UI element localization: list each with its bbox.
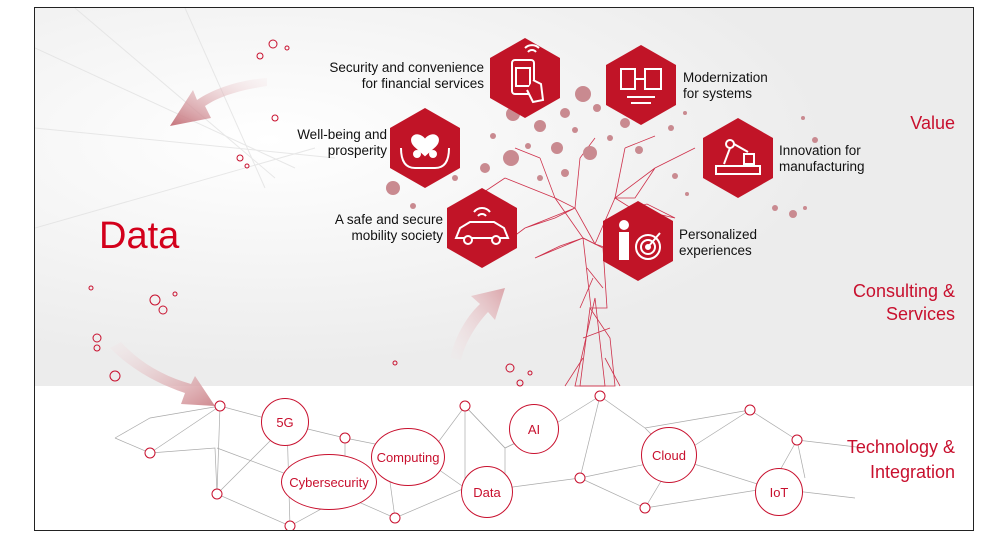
heart-hands-icon — [400, 134, 450, 169]
tech-node-5g: 5G — [261, 398, 309, 446]
label-modernization: Modernization for systems — [683, 70, 823, 102]
hex-modernization — [606, 45, 676, 125]
label-wellbeing: Well-being and prosperity — [227, 127, 387, 159]
tech-network-points — [144, 390, 803, 530]
data-heading: Data — [99, 215, 180, 257]
tier-value: Value — [910, 113, 955, 133]
label-personalized-line1: Personalized — [679, 227, 758, 242]
arrow-center — [450, 288, 505, 360]
hex-mobility — [447, 188, 517, 268]
label-mobility-line2: mobility society — [351, 228, 443, 243]
tier-technology-line2: Integration — [869, 462, 955, 482]
tier-consulting-line2: Services — [885, 304, 955, 324]
arrow-bottom-left — [110, 342, 215, 406]
tier-consulting-line1: Consulting & — [852, 281, 955, 301]
connected-car-icon — [454, 207, 510, 245]
label-wellbeing-line2: prosperity — [327, 143, 387, 158]
target-person-icon — [619, 220, 661, 260]
label-manufacturing: Innovation for manufacturing — [779, 143, 909, 175]
diagram-artwork — [35, 8, 973, 530]
hex-wellbeing — [390, 108, 460, 188]
label-manufacturing-line1: Innovation for — [779, 143, 861, 158]
label-modernization-line2: for systems — [683, 86, 753, 101]
tech-node-data: Data — [461, 466, 513, 518]
label-personalized: Personalized experiences — [679, 227, 819, 259]
label-manufacturing-line2: manufacturing — [779, 159, 865, 174]
wallet-phone-icon — [511, 44, 545, 104]
robot-arm-icon — [715, 139, 761, 175]
tech-node-cybersecurity: Cybersecurity — [281, 454, 377, 510]
label-wellbeing-line1: Well-being and — [297, 127, 387, 142]
tech-node-computing: Computing — [371, 428, 445, 486]
hex-manufacturing — [703, 118, 773, 198]
label-financial-line2: for financial services — [361, 76, 484, 91]
label-modernization-line1: Modernization — [683, 70, 768, 85]
arrow-top-left — [170, 78, 267, 126]
hex-personalized — [603, 201, 673, 281]
label-mobility: A safe and secure mobility society — [263, 212, 443, 244]
system-migration-icon — [620, 68, 662, 104]
label-financial: Security and convenience for financial s… — [244, 60, 484, 92]
label-personalized-line2: experiences — [679, 243, 752, 258]
bubbles — [88, 39, 533, 387]
tech-node-iot: IoT — [755, 468, 803, 516]
diagram-frame: Data Value Consulting & Services Technol… — [34, 7, 974, 531]
hex-financial — [490, 38, 560, 118]
tech-node-ai: AI — [509, 404, 559, 454]
tech-node-cloud: Cloud — [641, 427, 697, 483]
label-mobility-line1: A safe and secure — [334, 212, 443, 227]
light-rays — [35, 8, 336, 229]
tier-technology-line1: Technology & — [846, 437, 955, 457]
label-financial-line1: Security and convenience — [329, 60, 484, 75]
